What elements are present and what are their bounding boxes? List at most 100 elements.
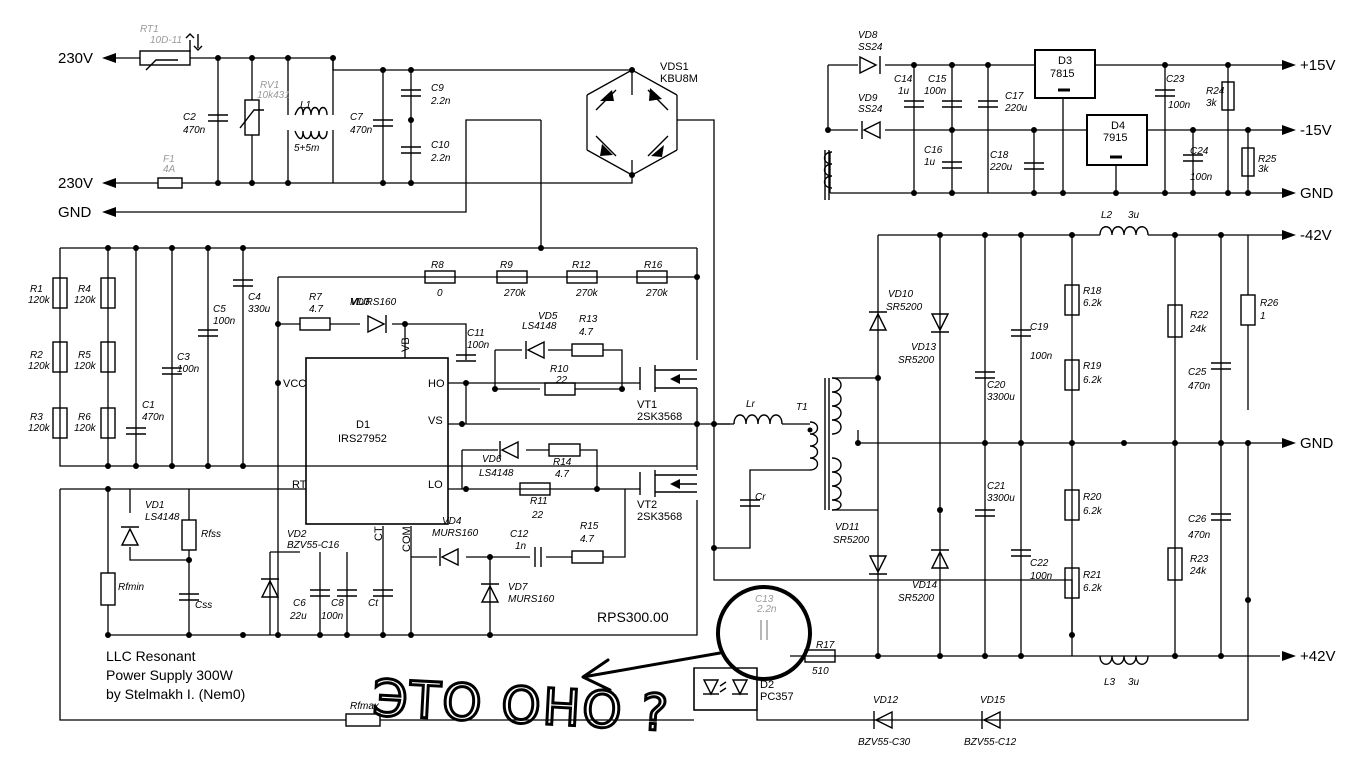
ref-c22: C22 bbox=[1030, 558, 1049, 569]
junction-dot bbox=[1018, 653, 1024, 659]
junction-dot bbox=[186, 632, 192, 638]
value-r15: 4.7 bbox=[580, 534, 594, 545]
ref-c2: C2 bbox=[183, 112, 196, 123]
component-symbols bbox=[52, 33, 1256, 730]
component-labels: RT110D-11RV110k431C2470nF14AL15+5mC7470n… bbox=[28, 24, 1279, 748]
junction-dot bbox=[1060, 190, 1066, 196]
ic-pin-ho: HO bbox=[428, 378, 445, 390]
ref-r12: R12 bbox=[572, 260, 591, 271]
ref-css: Css bbox=[195, 600, 212, 611]
ref-c10: C10 bbox=[431, 140, 450, 151]
value-r17: 510 bbox=[812, 666, 829, 677]
junction-dot bbox=[1069, 632, 1075, 638]
value-c19: 100n bbox=[1030, 351, 1053, 362]
junction-dot bbox=[937, 653, 943, 659]
value-c7: 470n bbox=[350, 125, 373, 136]
ic-pin-vcc: VCC bbox=[283, 378, 306, 390]
ref-r2: R2 bbox=[30, 350, 43, 361]
value-r10: 22 bbox=[555, 375, 568, 386]
value-r22: 24k bbox=[1189, 324, 1207, 335]
value-r14: 4.7 bbox=[555, 469, 569, 480]
junction-dot bbox=[215, 180, 221, 186]
ref-r20: R20 bbox=[1083, 492, 1102, 503]
value-c25: 470n bbox=[1188, 381, 1211, 392]
junction-dot bbox=[1190, 190, 1196, 196]
value-r25: 3k bbox=[1258, 164, 1270, 175]
value-c4: 330u bbox=[248, 304, 271, 315]
junction-dot bbox=[855, 440, 861, 446]
value-r23: 24k bbox=[1189, 566, 1207, 577]
ref-c21: C21 bbox=[987, 481, 1005, 492]
ref-r14: R14 bbox=[553, 457, 572, 468]
ref-rfss: Rfss bbox=[201, 529, 221, 540]
ref-vd5: VD5 bbox=[538, 311, 558, 322]
credit-line-1: LLC Resonant bbox=[106, 648, 196, 664]
junction-dot bbox=[205, 245, 211, 251]
ic-pin-lo: LO bbox=[428, 479, 443, 491]
ref-c6: C6 bbox=[293, 598, 306, 609]
value-c20: 3300u bbox=[987, 392, 1015, 403]
junction-dot bbox=[463, 380, 469, 386]
value-vd7: MURS160 bbox=[508, 594, 555, 605]
value-r26: 1 bbox=[1260, 311, 1266, 322]
value-r8: 0 bbox=[437, 288, 443, 299]
board-id: RPS300.00 bbox=[597, 609, 669, 625]
junction-dot bbox=[492, 386, 498, 392]
junction-dot bbox=[380, 632, 386, 638]
value-l2: 3u bbox=[1128, 210, 1140, 221]
value-vd4: MURS160 bbox=[432, 528, 479, 539]
ref-r17: R17 bbox=[816, 640, 835, 651]
junction-dot bbox=[982, 232, 988, 238]
junction-dot bbox=[133, 245, 139, 251]
value-r18: 6.2k bbox=[1083, 298, 1103, 309]
junction-dot bbox=[619, 386, 625, 392]
ref-c8: C8 bbox=[331, 598, 344, 609]
junction-dot bbox=[911, 62, 917, 68]
ref-vd3: VD3 bbox=[350, 297, 370, 308]
ref-rt1: RT1 bbox=[140, 24, 159, 35]
value-vds1: KBU8M bbox=[660, 73, 698, 85]
junction-dot bbox=[1218, 653, 1224, 659]
junction-dot bbox=[875, 653, 881, 659]
ref-c18: C18 bbox=[990, 150, 1009, 161]
junction-dot bbox=[249, 55, 255, 61]
value-rt1: 10D-11 bbox=[150, 35, 182, 46]
value-vd10: SR5200 bbox=[886, 302, 923, 313]
value-vd13: SR5200 bbox=[898, 355, 935, 366]
value-c23: 100n bbox=[1168, 100, 1191, 111]
ref-r22: R22 bbox=[1190, 310, 1209, 321]
ref-r19: R19 bbox=[1083, 361, 1102, 372]
ref-c7: C7 bbox=[350, 112, 363, 123]
junction-dot bbox=[711, 421, 717, 427]
value-c11: 100n bbox=[467, 340, 490, 351]
junction-dot bbox=[240, 632, 246, 638]
ref-vd11: VD11 bbox=[835, 522, 859, 533]
wiring bbox=[59, 57, 1284, 721]
ref-f1: F1 bbox=[163, 154, 175, 165]
ref-r8: R8 bbox=[431, 260, 444, 271]
ref-d2: D2 bbox=[760, 679, 774, 691]
ref-vt2: VT2 bbox=[637, 499, 657, 511]
ref-t1: T1 bbox=[796, 402, 808, 413]
value-vd3: MURS160 bbox=[350, 297, 397, 308]
junction-dot bbox=[408, 67, 414, 73]
terminal-gnd-input: GND bbox=[58, 204, 92, 221]
ref-c16: C16 bbox=[924, 145, 943, 156]
junction-dot bbox=[1018, 440, 1024, 446]
ref-r3: R3 bbox=[30, 412, 43, 423]
junction-dot bbox=[1172, 653, 1178, 659]
junction-dot bbox=[408, 117, 414, 123]
value-c2: 470n bbox=[183, 125, 206, 136]
ref-r24: R24 bbox=[1206, 86, 1225, 97]
ref-r15: R15 bbox=[580, 521, 599, 532]
ref-rfmax: Rfmax bbox=[350, 701, 380, 712]
junction-dot bbox=[285, 180, 291, 186]
ref-r4: R4 bbox=[78, 284, 91, 295]
junction-dot bbox=[105, 486, 111, 492]
ref-r10: R10 bbox=[550, 364, 569, 375]
junction-dot bbox=[937, 232, 943, 238]
junction-dot bbox=[629, 67, 635, 73]
ref-rv1: RV1 bbox=[260, 80, 279, 91]
terminal-230v-bottom: 230V bbox=[58, 175, 93, 192]
junction-dot bbox=[594, 486, 600, 492]
